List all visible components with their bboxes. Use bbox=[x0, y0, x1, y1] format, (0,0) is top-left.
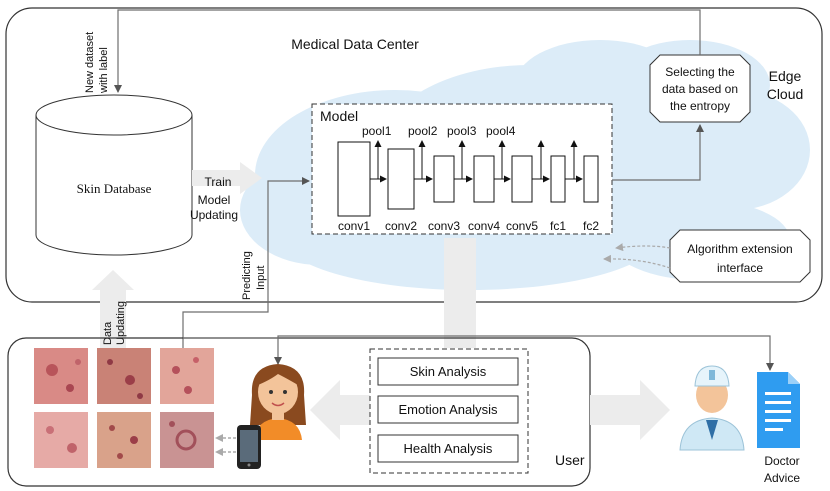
pool2-label: pool2 bbox=[408, 124, 438, 138]
model-updating-line1: Model bbox=[198, 193, 231, 207]
data-updating-arrow bbox=[92, 270, 134, 348]
layer-conv4-block bbox=[473, 155, 495, 203]
data-updating-line1: Data bbox=[102, 321, 114, 345]
algorithm-dashed-arrows bbox=[603, 243, 671, 269]
analysis-to-user-arrow bbox=[310, 380, 370, 440]
model-layers bbox=[337, 141, 599, 217]
skin-database-cylinder bbox=[35, 94, 193, 256]
predicting-input-arrow bbox=[182, 177, 310, 351]
doctor-advice-line2: Advice bbox=[764, 471, 800, 485]
selecting-line3: the entropy bbox=[670, 99, 730, 113]
emotion-analysis-label: Emotion Analysis bbox=[399, 402, 498, 417]
skin-analysis-box bbox=[377, 357, 519, 386]
girl-avatar bbox=[250, 364, 306, 440]
doctor-advice-line1: Doctor bbox=[764, 454, 799, 468]
conv3-label: conv3 bbox=[428, 219, 460, 233]
algorithm-line2: interface bbox=[717, 261, 763, 275]
health-analysis-label: Health Analysis bbox=[404, 441, 493, 456]
pool4-label: pool4 bbox=[486, 124, 516, 138]
train-label: Train bbox=[205, 175, 232, 189]
skin-photo bbox=[34, 412, 88, 468]
model-title: Model bbox=[320, 108, 358, 124]
conv1-label: conv1 bbox=[338, 219, 370, 233]
conv2-label: conv2 bbox=[385, 219, 417, 233]
doctor-icon bbox=[679, 365, 745, 451]
analysis-to-doctor-arrow bbox=[590, 380, 670, 440]
algorithm-extension-box bbox=[669, 229, 811, 283]
new-dataset-line1: New dataset bbox=[84, 32, 96, 93]
user-label: User bbox=[555, 452, 585, 468]
phone-dashed-arrows bbox=[215, 434, 236, 456]
edge-cloud-line2: Cloud bbox=[767, 86, 804, 102]
conv5-label: conv5 bbox=[506, 219, 538, 233]
predicting-line1: Predicting bbox=[241, 251, 253, 300]
skin-photo-grid bbox=[34, 348, 214, 468]
smartphone-icon bbox=[237, 425, 261, 469]
model-updating-line2: Updating bbox=[190, 208, 238, 222]
skin-photo bbox=[97, 348, 151, 404]
layer-conv5-block bbox=[511, 155, 533, 203]
selecting-line2: data based on bbox=[662, 82, 738, 96]
layer-conv3-block bbox=[433, 155, 455, 203]
fc1-label: fc1 bbox=[550, 219, 566, 233]
layer-connectors bbox=[370, 140, 583, 183]
predicting-line2: Input bbox=[255, 266, 267, 290]
train-arrow bbox=[192, 162, 262, 194]
emotion-analysis-box bbox=[377, 395, 519, 424]
selecting-box bbox=[649, 54, 751, 123]
health-analysis-box bbox=[377, 434, 519, 463]
conv4-label: conv4 bbox=[468, 219, 500, 233]
analysis-to-cloud-arrow bbox=[444, 238, 476, 348]
fc2-label: fc2 bbox=[583, 219, 599, 233]
data-updating-line2: Updating bbox=[115, 301, 127, 345]
edge-cloud-line1: Edge bbox=[769, 68, 802, 84]
layer-conv2-block bbox=[387, 148, 415, 210]
new-dataset-line2: with label bbox=[98, 47, 110, 94]
document-icon bbox=[757, 372, 800, 448]
skin-photo bbox=[97, 412, 151, 468]
skin-photo bbox=[160, 348, 214, 404]
center-title: Medical Data Center bbox=[291, 36, 419, 52]
database-label: Skin Database bbox=[77, 181, 152, 196]
layer-fc2-block bbox=[583, 155, 599, 203]
layer-fc1-block bbox=[550, 155, 566, 203]
new-dataset-arrow bbox=[114, 9, 701, 93]
to-doctor-arrow bbox=[277, 335, 774, 371]
selecting-line1: Selecting the bbox=[665, 65, 735, 79]
skin-photo bbox=[160, 412, 214, 468]
layer-conv1-block bbox=[337, 141, 371, 217]
algorithm-line1: Algorithm extension bbox=[687, 242, 792, 256]
pool1-label: pool1 bbox=[362, 124, 392, 138]
pool3-label: pool3 bbox=[447, 124, 477, 138]
skin-photo bbox=[34, 348, 88, 404]
model-output-arrow bbox=[612, 124, 704, 181]
skin-analysis-label: Skin Analysis bbox=[410, 364, 487, 379]
